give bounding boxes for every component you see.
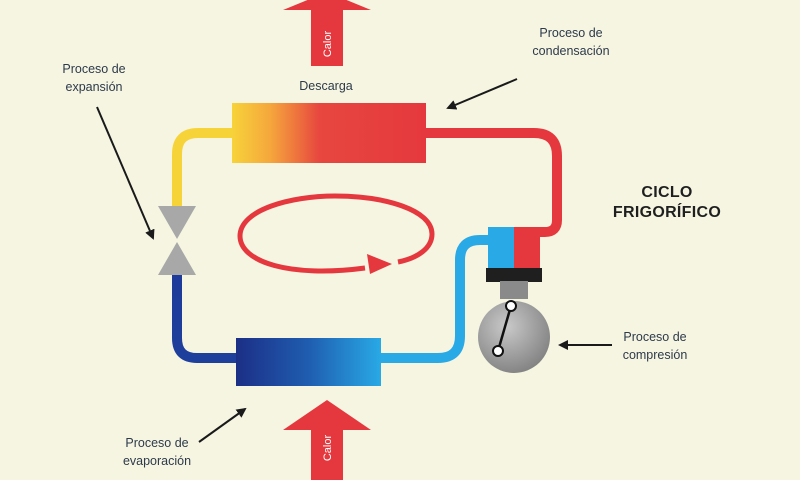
title-line1: CICLO [641, 184, 692, 201]
pipe-valve-to-evaporator [172, 275, 236, 363]
heat-in-arrow: Calor [283, 400, 371, 480]
evaporator [236, 338, 381, 386]
condenser [232, 103, 426, 163]
discharge-label: Descarga [299, 79, 353, 93]
heat-in-label: Calor [322, 435, 334, 462]
expansion-valve [158, 206, 196, 275]
expansion-pointer-arrow [96, 106, 155, 240]
title-line2: FRIGORÍFICO [613, 202, 721, 221]
heat-out-arrow: Calor [283, 0, 371, 66]
pipe-condenser-to-compressor [426, 128, 562, 237]
compression-label-line2: compresión [623, 348, 688, 362]
cycle-direction-arrow [237, 193, 435, 274]
heat-out-label: Calor [322, 31, 334, 58]
pipe-evaporator-to-compressor [381, 235, 494, 363]
evaporation-label-line2: evaporación [123, 454, 191, 468]
evaporation-label-line1: Proceso de [125, 436, 188, 450]
compression-label-line1: Proceso de [623, 330, 686, 344]
expansion-label-line2: expansión [66, 80, 123, 94]
pipe-condenser-to-valve [172, 128, 232, 206]
condensation-label-line1: Proceso de [539, 26, 602, 40]
compressor [478, 227, 550, 373]
expansion-label-line1: Proceso de [62, 62, 125, 76]
evaporation-pointer-arrow [198, 407, 247, 443]
condensation-label-line2: condensación [532, 44, 609, 58]
condensation-pointer-arrow [446, 78, 518, 110]
